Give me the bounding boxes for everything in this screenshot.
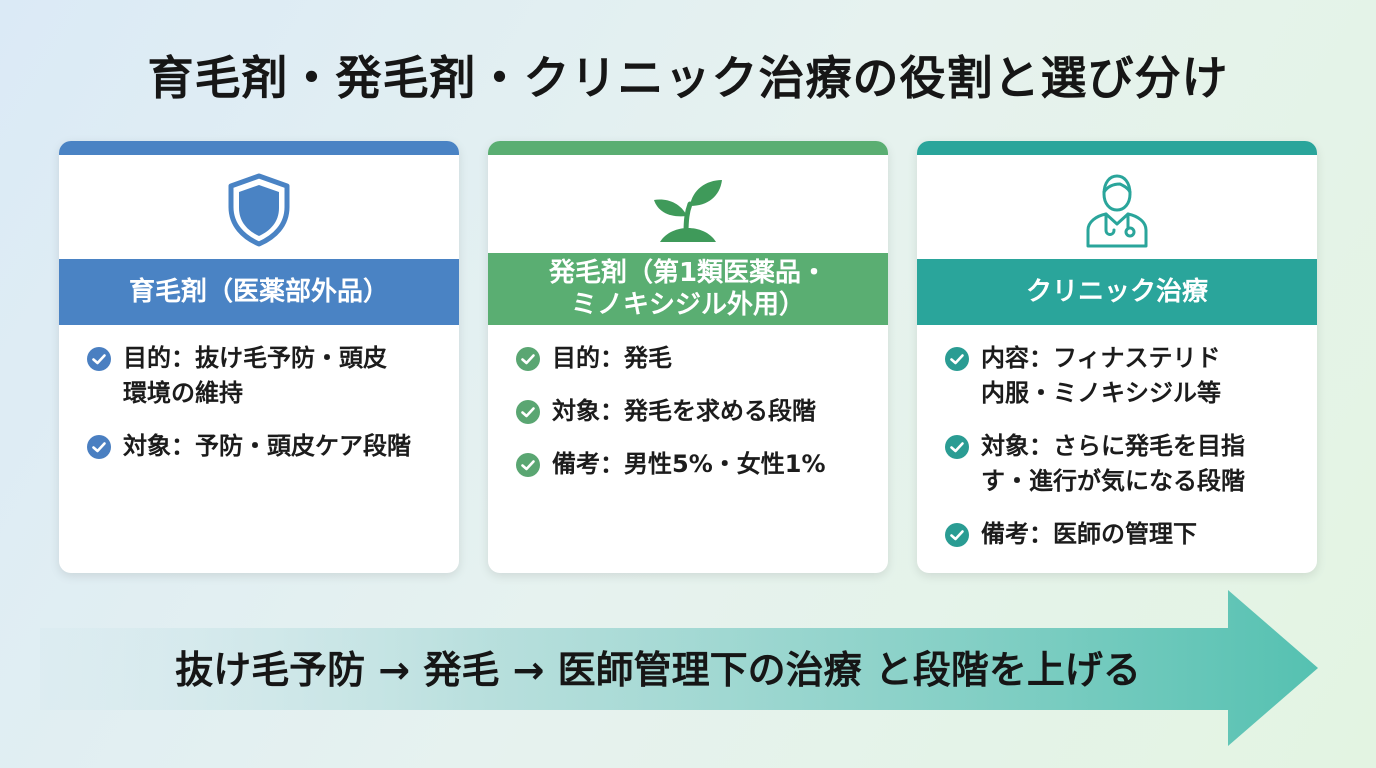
list-item: 備考：医師の管理下 (945, 517, 1301, 552)
sprout-icon (488, 161, 888, 259)
check-circle-icon (516, 400, 540, 424)
list-item: 対象：予防・頭皮ケア段階 (87, 429, 443, 464)
card-top-bar (59, 141, 459, 155)
card-clinic: クリニック治療 内容：フィナステリド内服・ミノキシジル等 対象：さらに発毛を目指… (917, 141, 1317, 573)
card-hatsumozai: 発毛剤（第1類医薬品・ ミノキシジル外用） 目的：発毛 対象：発毛を求める段階 … (488, 141, 888, 573)
check-circle-icon (945, 435, 969, 459)
list-item: 目的：発毛 (516, 341, 872, 376)
card-top-bar (917, 141, 1317, 155)
card-heading: 発毛剤（第1類医薬品・ ミノキシジル外用） (488, 253, 888, 325)
doctor-icon (917, 161, 1317, 259)
list-item: 備考：男性5%・女性1% (516, 447, 872, 482)
card-item-list: 内容：フィナステリド内服・ミノキシジル等 対象：さらに発毛を目指す・進行が気にな… (945, 341, 1301, 570)
list-item: 内容：フィナステリド内服・ミノキシジル等 (945, 341, 1301, 411)
list-item: 目的：抜け毛予防・頭皮環境の維持 (87, 341, 443, 411)
check-circle-icon (945, 523, 969, 547)
check-circle-icon (516, 347, 540, 371)
check-circle-icon (87, 435, 111, 459)
progression-arrow (40, 590, 1318, 746)
card-item-list: 目的：発毛 対象：発毛を求める段階 備考：男性5%・女性1% (516, 341, 872, 500)
list-item: 対象：発毛を求める段階 (516, 394, 872, 429)
list-item: 対象：さらに発毛を目指す・進行が気になる段階 (945, 429, 1301, 499)
card-item-list: 目的：抜け毛予防・頭皮環境の維持 対象：予防・頭皮ケア段階 (87, 341, 443, 482)
check-circle-icon (87, 347, 111, 371)
card-heading: 育毛剤（医薬部外品） (59, 259, 459, 325)
card-ikumozai: 育毛剤（医薬部外品） 目的：抜け毛予防・頭皮環境の維持 対象：予防・頭皮ケア段階 (59, 141, 459, 573)
check-circle-icon (945, 347, 969, 371)
shield-icon (59, 161, 459, 259)
page-title: 育毛剤・発毛剤・クリニック治療の役割と選び分け (147, 51, 1229, 105)
card-top-bar (488, 141, 888, 155)
progression-text: 抜け毛予防 → 発毛 → 医師管理下の治療 と段階を上げる (175, 648, 1141, 692)
check-circle-icon (516, 453, 540, 477)
card-heading: クリニック治療 (917, 259, 1317, 325)
